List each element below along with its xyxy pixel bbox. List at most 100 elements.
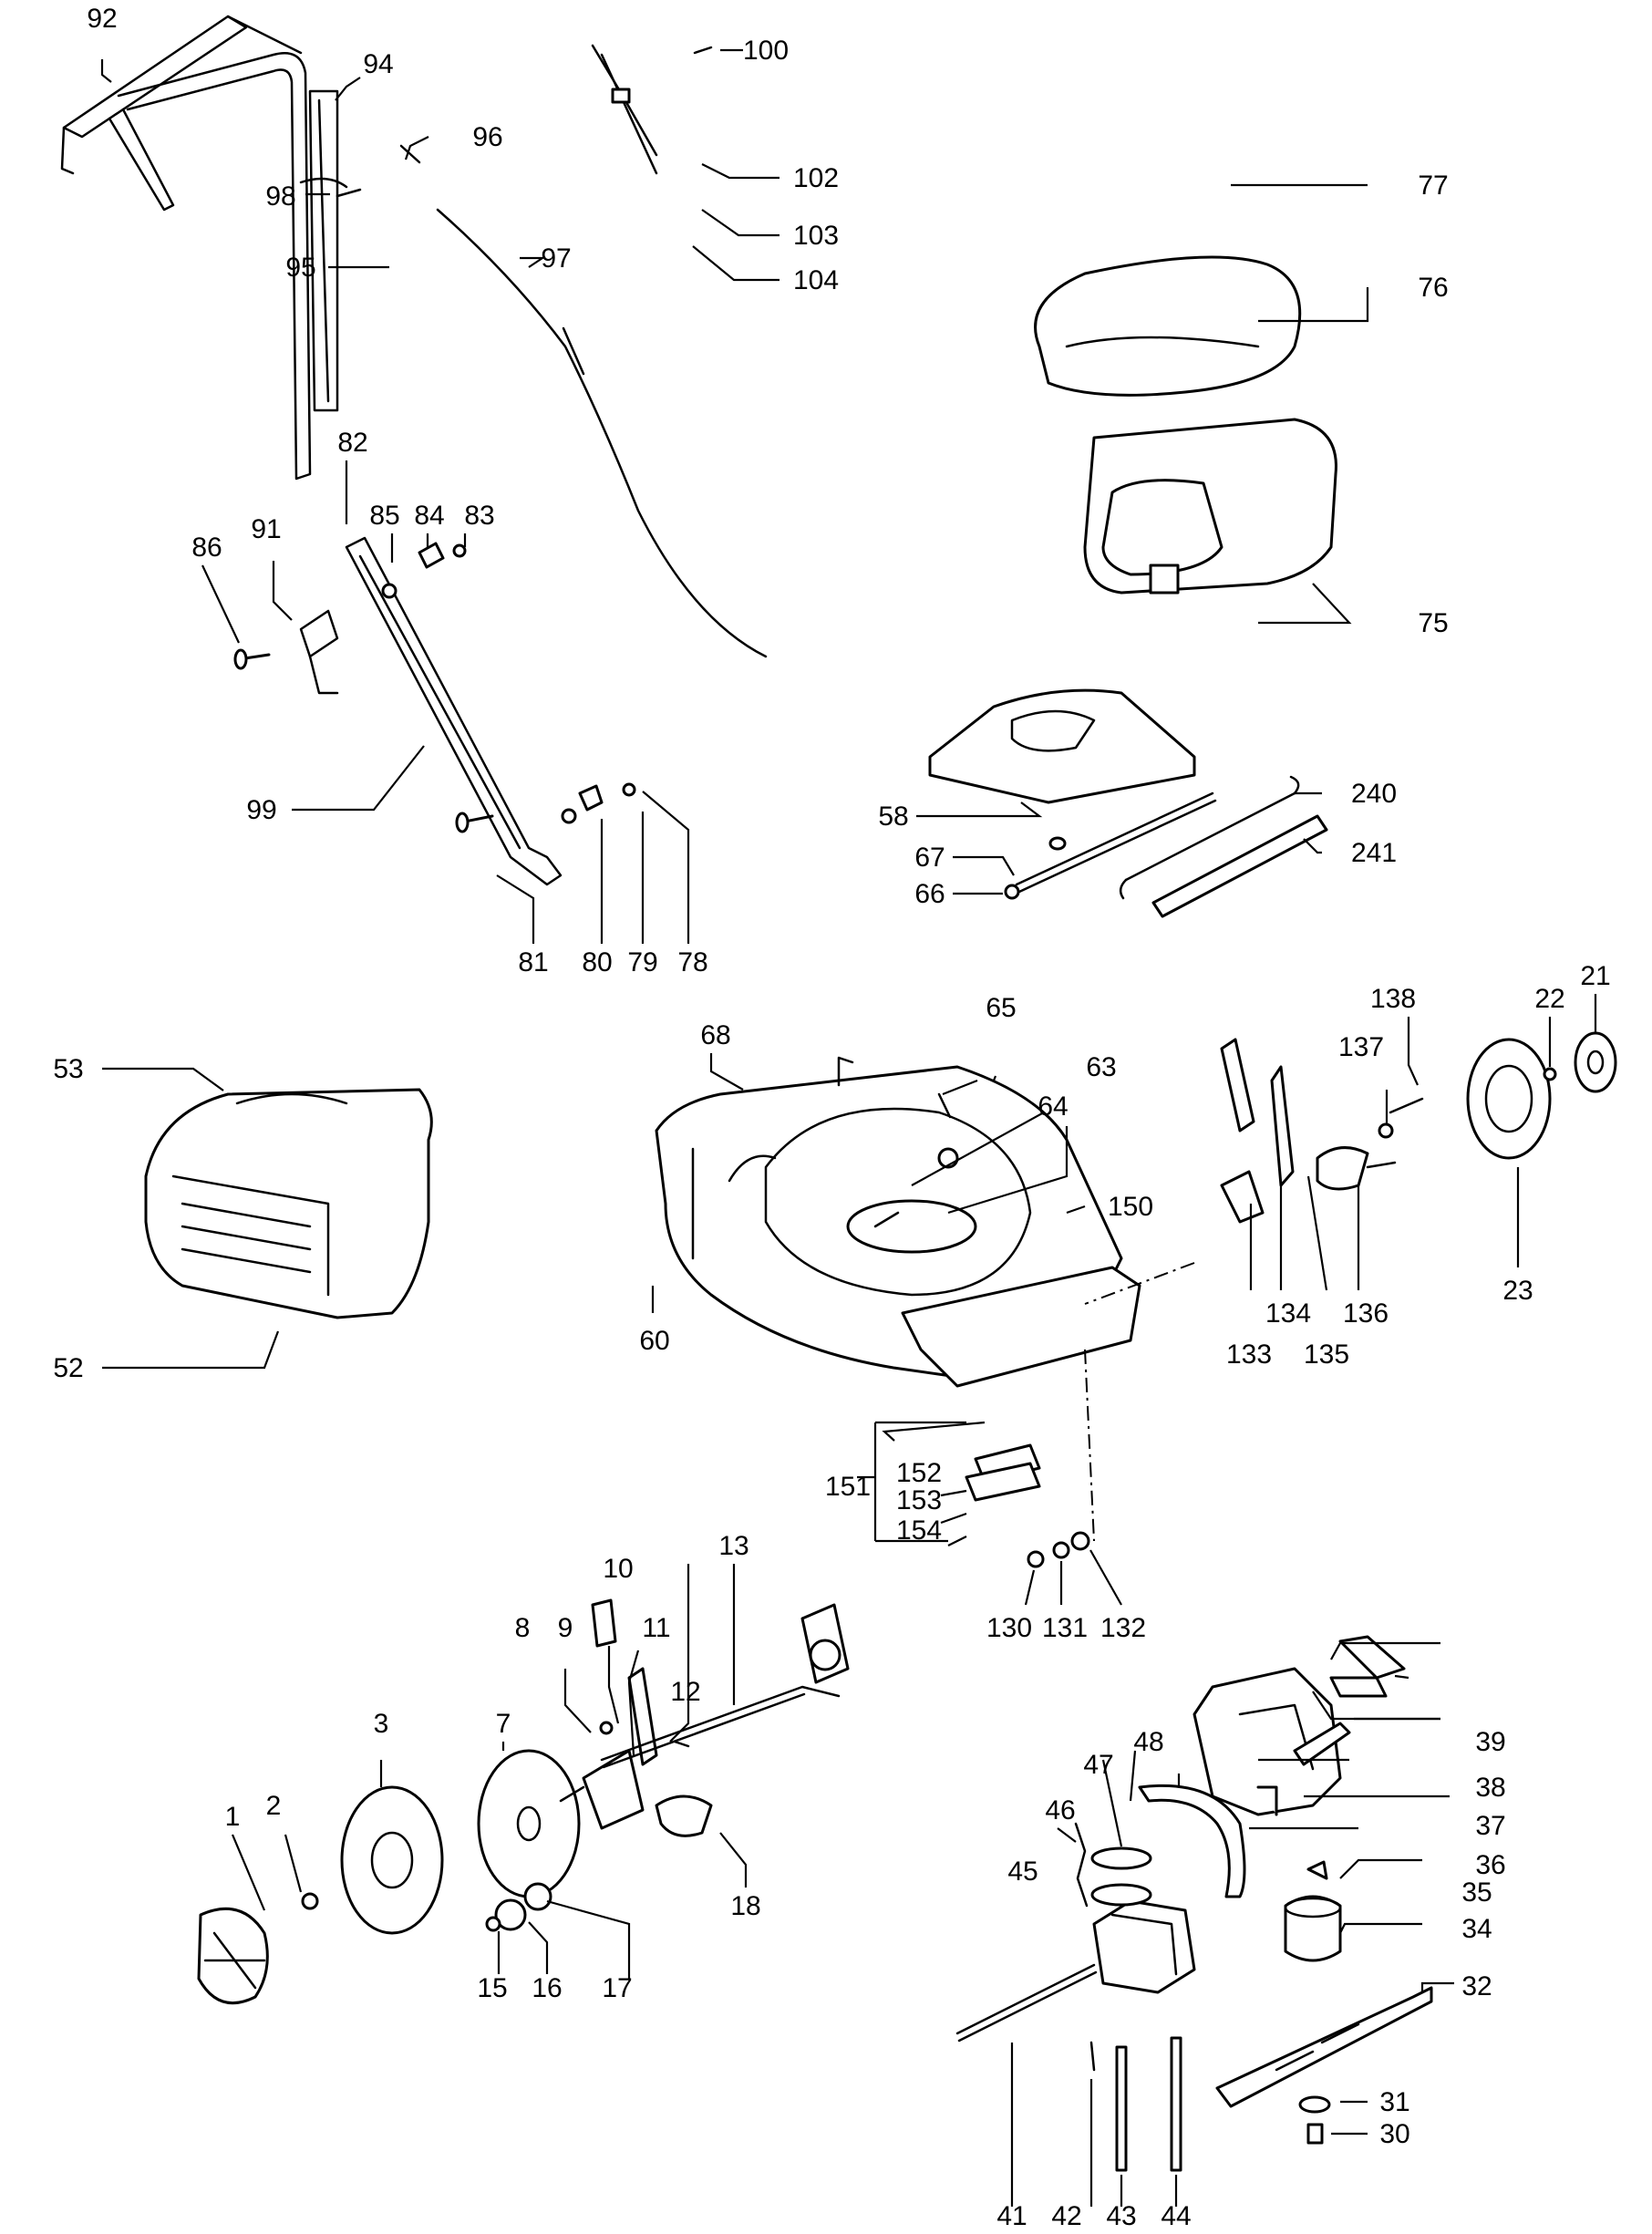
label-241: 241	[1351, 838, 1397, 868]
cable	[436, 208, 768, 658]
label-137: 137	[1338, 1032, 1384, 1062]
label-91: 91	[251, 514, 281, 544]
label-35: 35	[1461, 1877, 1492, 1908]
label-131: 131	[1042, 1613, 1088, 1643]
cable-clips	[591, 44, 658, 175]
label-15: 15	[477, 1973, 507, 2003]
label-95: 95	[285, 253, 315, 283]
label-52: 52	[53, 1353, 83, 1383]
label-23: 23	[1502, 1276, 1533, 1306]
label-81: 81	[518, 947, 548, 977]
label-103: 103	[793, 221, 839, 251]
handle-grip	[299, 177, 348, 189]
label-58: 58	[878, 802, 908, 832]
label-10: 10	[603, 1554, 633, 1584]
label-34: 34	[1461, 1914, 1492, 1944]
label-64: 64	[1038, 1091, 1068, 1122]
label-65: 65	[986, 993, 1016, 1023]
label-46: 46	[1045, 1795, 1075, 1825]
label-130: 130	[986, 1613, 1032, 1643]
label-48: 48	[1133, 1727, 1163, 1757]
label-136: 136	[1343, 1298, 1389, 1329]
insert-152	[965, 1443, 1041, 1502]
upper-handle	[60, 15, 312, 481]
tube-241	[1151, 814, 1328, 918]
bracket-91	[299, 609, 339, 695]
label-22: 22	[1534, 984, 1564, 1014]
label-96: 96	[472, 122, 502, 152]
label-240: 240	[1351, 779, 1397, 809]
label-76: 76	[1418, 273, 1448, 303]
label-17: 17	[602, 1973, 632, 2003]
rod-67	[1015, 791, 1217, 894]
front-wheel-assembly	[197, 1598, 850, 2005]
label-12: 12	[670, 1677, 700, 1707]
label-153: 153	[896, 1485, 942, 1515]
label-1: 1	[225, 1802, 241, 1832]
label-30: 30	[1379, 2119, 1409, 2149]
part-labels: 92 94 96 98 95 97 100 102 103 104 77 76 …	[53, 4, 1610, 2231]
rod-240	[1119, 775, 1300, 900]
label-37: 37	[1475, 1811, 1505, 1841]
gearbox-assembly	[955, 1635, 1433, 2172]
label-150: 150	[1108, 1192, 1153, 1222]
label-97: 97	[541, 243, 571, 274]
label-135: 135	[1304, 1339, 1349, 1370]
label-132: 132	[1100, 1613, 1146, 1643]
label-86: 86	[191, 533, 222, 563]
label-84: 84	[414, 501, 444, 531]
nut-66	[1004, 884, 1020, 900]
label-100: 100	[743, 36, 789, 66]
engine	[1034, 255, 1337, 595]
label-60: 60	[639, 1326, 669, 1356]
label-102: 102	[793, 163, 839, 193]
label-94: 94	[363, 49, 393, 79]
label-13: 13	[718, 1531, 749, 1561]
grass-bag	[144, 1088, 433, 1319]
label-67: 67	[914, 843, 945, 873]
label-83: 83	[464, 501, 494, 531]
label-82: 82	[337, 428, 367, 458]
label-154: 154	[896, 1515, 942, 1546]
label-68: 68	[700, 1020, 730, 1050]
mower-deck	[655, 1056, 1141, 1388]
label-134: 134	[1265, 1298, 1311, 1329]
rear-flap	[928, 688, 1196, 851]
label-75: 75	[1418, 608, 1448, 638]
label-43: 43	[1106, 2201, 1136, 2231]
label-9: 9	[558, 1613, 573, 1643]
label-31: 31	[1379, 2087, 1409, 2117]
label-138: 138	[1370, 984, 1416, 1014]
label-38: 38	[1475, 1773, 1505, 1803]
label-2: 2	[266, 1791, 282, 1821]
label-152: 152	[896, 1458, 942, 1488]
dash-dot-lines	[1084, 1262, 1195, 1542]
label-151: 151	[825, 1472, 871, 1502]
label-11: 11	[642, 1613, 670, 1643]
washers-130-132	[1027, 1531, 1090, 1568]
label-18: 18	[730, 1891, 760, 1921]
label-92: 92	[87, 4, 117, 34]
label-36: 36	[1475, 1850, 1505, 1880]
label-78: 78	[677, 947, 707, 977]
label-41: 41	[996, 2201, 1027, 2231]
label-63: 63	[1086, 1052, 1116, 1082]
label-99: 99	[246, 795, 276, 825]
label-32: 32	[1461, 1971, 1492, 2001]
rear-wheel-assembly	[1220, 1031, 1617, 1224]
label-80: 80	[582, 947, 612, 977]
label-77: 77	[1418, 171, 1448, 201]
label-44: 44	[1161, 2201, 1191, 2231]
label-8: 8	[515, 1613, 531, 1643]
label-133: 133	[1226, 1339, 1272, 1370]
label-7: 7	[496, 1709, 511, 1739]
label-16: 16	[532, 1973, 562, 2003]
label-21: 21	[1580, 961, 1610, 991]
label-79: 79	[627, 947, 657, 977]
label-104: 104	[793, 265, 839, 295]
label-53: 53	[53, 1054, 83, 1084]
label-39: 39	[1475, 1727, 1505, 1757]
label-98: 98	[265, 181, 295, 212]
